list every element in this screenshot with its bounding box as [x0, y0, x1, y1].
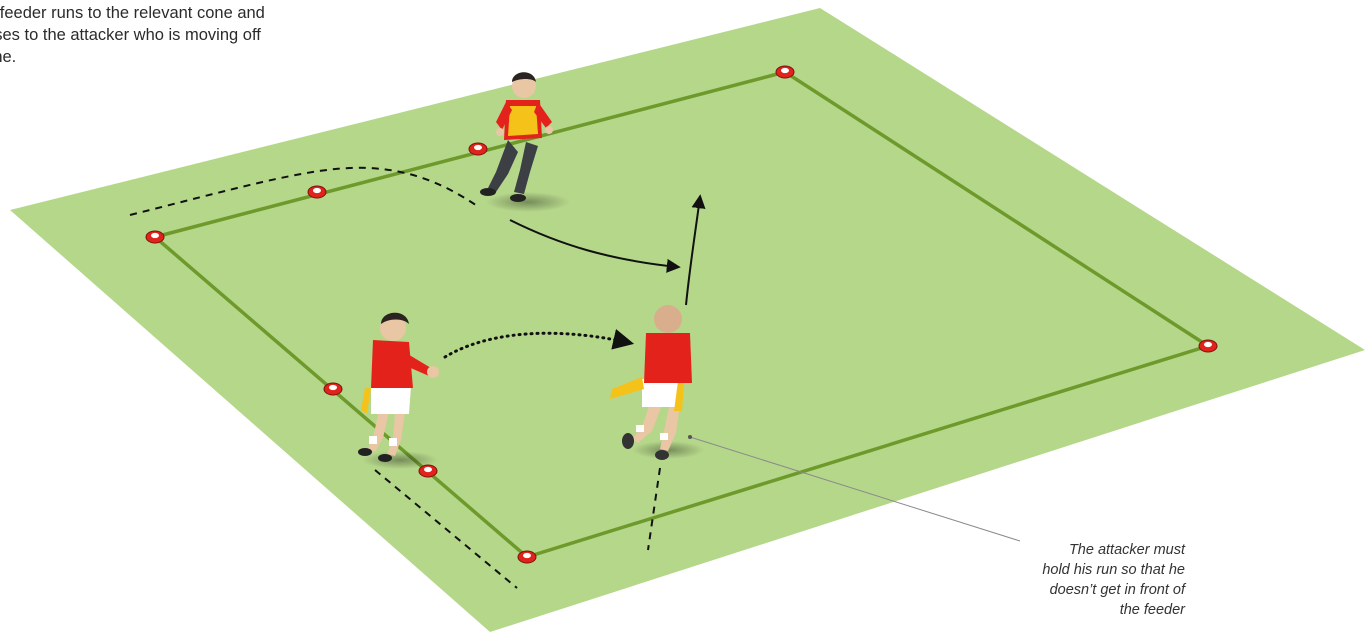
caption-line: sses to the attacker who is moving off — [0, 26, 261, 44]
cone-icon — [307, 185, 327, 199]
cone-icon — [517, 550, 537, 564]
player-icon — [480, 72, 570, 212]
drill-caption: e feeder runs to the relevant cone and s… — [0, 2, 386, 68]
feeder-run-arrow — [509, 219, 681, 273]
cones-group — [145, 65, 1218, 564]
pitch-surface — [10, 8, 1365, 632]
cone-icon — [775, 65, 795, 79]
annotation-leader-dot — [688, 435, 692, 439]
annotation-leader — [689, 436, 1021, 542]
cone-icon — [323, 382, 343, 396]
cone-icon — [145, 230, 165, 244]
annotation-line: The attacker must — [1068, 542, 1185, 558]
pass-path — [443, 329, 635, 359]
caption-line: e feeder runs to the relevant cone and — [0, 4, 265, 22]
annotation-line: the feeder — [1119, 602, 1185, 618]
feeder-run-path — [129, 166, 481, 216]
player-icon — [358, 312, 439, 469]
cone-icon — [468, 142, 488, 156]
attacker-run-arrow — [685, 194, 706, 306]
annotation-line: doesn’t get in front of — [1049, 582, 1185, 598]
attacker-line — [647, 467, 661, 551]
grid-boundary — [153, 70, 1210, 559]
annotation-line: hold his run so that he — [1042, 562, 1185, 578]
cone-icon — [1198, 339, 1218, 353]
caption-line: line. — [0, 48, 17, 66]
attacker-annotation: The attacker must hold his run so that h… — [925, 540, 1185, 620]
passer-line — [374, 469, 518, 589]
player-icon — [610, 305, 704, 460]
